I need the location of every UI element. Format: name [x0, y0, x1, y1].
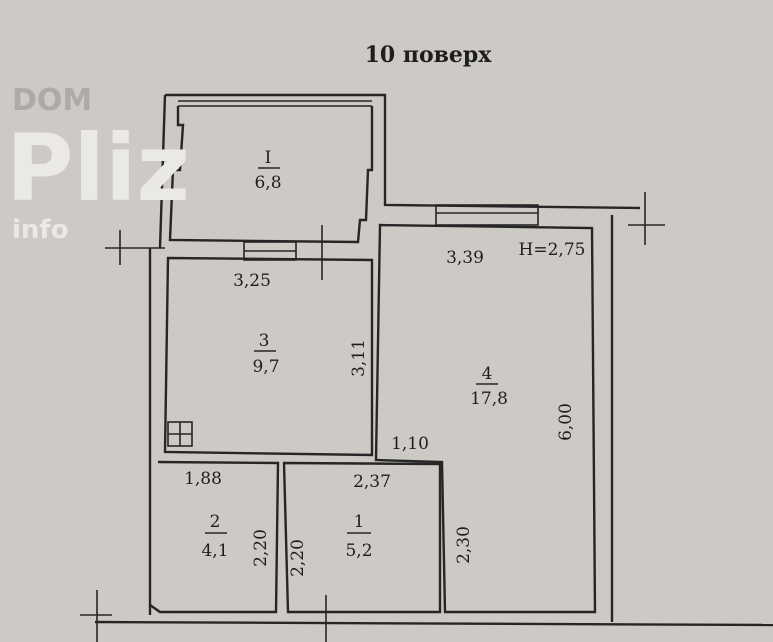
dim-room4-depth: 6,00 [556, 403, 576, 441]
walls [80, 93, 773, 642]
room-4-number: 4 [482, 364, 493, 384]
dim-room4-width: 3,39 [446, 248, 484, 268]
watermark-pliz: Pliz [6, 115, 190, 222]
watermark-info: info [12, 215, 69, 245]
dim-room2-depth: 2,20 [251, 529, 271, 567]
dim-room2-width: 1,88 [184, 469, 222, 489]
ceiling-height: H=2,75 [519, 240, 586, 260]
floor-title: 10 поверх [365, 42, 493, 68]
dim-hall-depth: 2,30 [454, 526, 474, 564]
room-1-number: 1 [354, 512, 365, 532]
room-3-area: 9,7 [252, 357, 279, 377]
room-4-area: 17,8 [470, 389, 508, 409]
room-I-number: I [265, 148, 272, 168]
watermark: DOM Pliz info [6, 83, 190, 245]
dim-room3-depth: 3,11 [349, 339, 369, 377]
room-2-number: 2 [210, 512, 221, 532]
dim-hall-notch: 1,10 [391, 434, 429, 454]
dim-room1-depth: 2,20 [288, 539, 308, 577]
room-2-area: 4,1 [201, 541, 228, 561]
room-1-area: 5,2 [345, 541, 372, 561]
dim-room3-width: 3,25 [233, 271, 271, 291]
dimension-labels: 3,25 3,11 3,39 H=2,75 6,00 1,10 1,88 2,2… [184, 240, 585, 577]
room-I-area: 6,8 [254, 173, 281, 193]
room-3-number: 3 [259, 331, 270, 351]
dim-room1-width: 2,37 [353, 472, 391, 492]
watermark-dom: DOM [12, 83, 92, 118]
room-labels: I 6,8 3 9,7 4 17,8 2 4,1 1 5,2 [201, 148, 507, 561]
